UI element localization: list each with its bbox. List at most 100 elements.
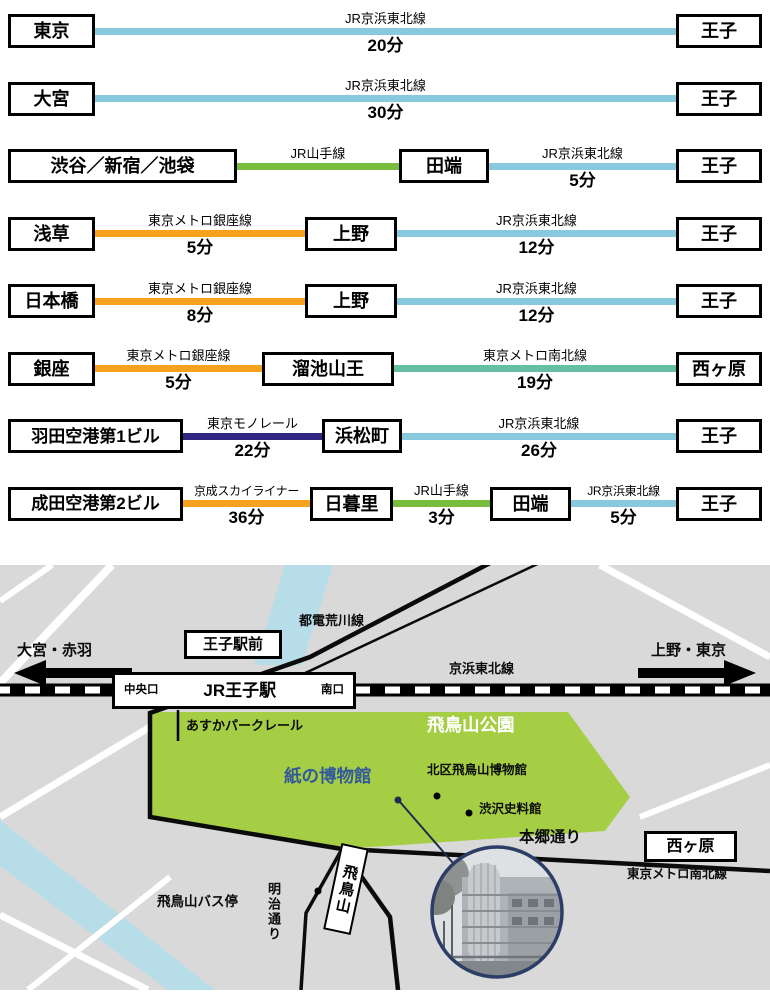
origin-station-box: 日本橋	[8, 284, 95, 318]
origin-station-box: 浅草	[8, 216, 95, 251]
line-name: JR京浜東北線	[542, 145, 623, 161]
destination-station-box: 王子	[676, 486, 762, 521]
destination-station-box: 王子	[676, 149, 762, 183]
line-name: JR京浜東北線	[345, 10, 426, 26]
asuka-park-rail-label: あすかパークレール	[186, 718, 304, 733]
line-name: 東京メトロ銀座線	[147, 280, 252, 296]
route-row: 羽田空港第1ビル 東京モノレール 22分 浜松町 JR京浜東北線 26分 王子	[8, 406, 762, 466]
bus-stop-dot	[314, 887, 322, 895]
via-station-box: 溜池山王	[262, 351, 394, 386]
line-duration: 36分	[228, 508, 265, 527]
line-bar	[183, 500, 310, 507]
via-station-box: 浜松町	[322, 419, 402, 453]
west-direction-arrow-icon	[14, 660, 132, 686]
line-duration: 22分	[234, 440, 271, 460]
destination-station-box: 王子	[676, 14, 762, 48]
hongo-dori-road-north	[147, 565, 492, 852]
line-segment: JR京浜東北線 5分	[489, 141, 676, 192]
line-bar	[95, 297, 305, 305]
line-name: JR山手線	[290, 145, 346, 161]
line-segment: 京成スカイライナー 36分	[183, 478, 310, 529]
line-bar	[183, 432, 322, 440]
line-name: 京成スカイライナー	[193, 484, 300, 498]
line-duration: 30分	[367, 103, 404, 122]
route-row: 日本橋 東京メトロ銀座線 8分 上野 JR京浜東北線 12分 王子	[8, 271, 762, 331]
via-station-box: 田端	[490, 486, 571, 521]
origin-station-box: 成田空港第2ビル	[8, 486, 183, 521]
line-duration: 3分	[428, 508, 455, 527]
shibusawa-museum-dot	[465, 809, 473, 817]
asukayama-bus-stop-label: 飛鳥山バス停	[157, 894, 238, 909]
line-segment: JR京浜東北線 5分	[571, 478, 676, 529]
ueno-tokyo-direction-label: 上野・東京	[651, 642, 727, 659]
route-row: 成田空港第2ビル 京成スカイライナー 36分 日暮里 JR山手線 3分 田端 J…	[8, 474, 762, 534]
origin-station-box: 銀座	[8, 351, 95, 386]
line-segment: 東京メトロ銀座線 5分	[95, 208, 305, 259]
line-bar	[571, 500, 676, 507]
via-station-box: 田端	[399, 149, 489, 183]
line-duration: 12分	[518, 238, 555, 257]
line-duration: 19分	[517, 373, 553, 392]
line-segment: JR京浜東北線 12分	[397, 276, 676, 327]
line-segment: 東京メトロ銀座線 5分	[95, 343, 262, 394]
destination-station-box: 王子	[676, 284, 762, 318]
via-station-box: 日暮里	[310, 486, 393, 521]
line-name: 東京メトロ銀座線	[126, 348, 231, 363]
jr-oji-station-box: 中央口 JR王子駅 南口	[112, 672, 356, 709]
line-bar	[393, 500, 490, 507]
meiji-dori-road	[299, 848, 344, 990]
line-duration: 5分	[569, 170, 596, 190]
asukayama-park-area	[150, 712, 630, 849]
toden-arakawa-label: 都電荒川線	[299, 613, 365, 628]
museum-photo	[430, 845, 564, 979]
line-duration: 5分	[610, 508, 637, 527]
destination-station-box: 王子	[676, 81, 762, 116]
line-segment: 東京メトロ南北線 19分	[394, 343, 676, 394]
line-segment: JR山手線 3分	[393, 478, 490, 529]
line-segment: JR京浜東北線 26分	[402, 411, 676, 462]
route-row: 銀座 東京メトロ銀座線 5分 溜池山王 東京メトロ南北線 19分 西ヶ原	[8, 339, 762, 399]
line-name: JR山手線	[414, 483, 469, 498]
route-row: 大宮 JR京浜東北線 30分 王子	[8, 69, 762, 129]
line-name: JR京浜東北線	[496, 280, 577, 296]
south-exit-label: 南口	[320, 683, 344, 696]
line-segment: JR京浜東北線 12分	[397, 208, 676, 259]
line-bar	[394, 365, 676, 372]
line-duration: 12分	[518, 305, 555, 325]
access-map: 都電荒川線 大宮・赤羽 上野・東京 京浜東北線 王子駅前 中央口 JR王子駅 南…	[0, 565, 770, 990]
route-row: 渋谷／新宿／池袋 JR山手線 田端 JR京浜東北線 5分 王子	[8, 136, 762, 196]
line-segment: JR京浜東北線 30分	[95, 73, 676, 124]
line-bar	[489, 162, 676, 170]
route-row: 浅草 東京メトロ銀座線 5分 上野 JR京浜東北線 12分 王子	[8, 204, 762, 264]
line-bar	[397, 230, 676, 237]
line-bar	[402, 432, 676, 440]
line-duration: 5分	[165, 373, 192, 392]
line-name: 東京モノレール	[206, 415, 298, 431]
paper-museum-label: 紙の博物館	[284, 766, 372, 786]
minor-roads	[0, 565, 770, 990]
oji-ekimae-stop-box: 王子駅前	[184, 630, 282, 659]
line-name: JR京浜東北線	[496, 213, 577, 228]
destination-station-box: 西ヶ原	[676, 351, 762, 386]
meiji-dori-label: 明治通り	[265, 882, 281, 942]
line-segment: 東京モノレール 22分	[183, 411, 322, 462]
omiya-akabane-direction-label: 大宮・赤羽	[17, 642, 93, 659]
line-name: JR京浜東北線	[345, 78, 426, 93]
namboku-line-label: 東京メトロ南北線	[627, 867, 728, 881]
line-duration: 5分	[186, 238, 214, 257]
line-bar	[237, 162, 399, 170]
line-name: 東京メトロ南北線	[482, 348, 587, 363]
jr-oji-station-label: JR王子駅	[203, 681, 277, 700]
via-station-box: 上野	[305, 216, 397, 251]
asukayama-park-label: 飛鳥山公園	[427, 715, 515, 735]
hongo-dori-road-east	[341, 846, 770, 874]
hongo-dori-label: 本郷通り	[519, 829, 582, 846]
destination-station-box: 王子	[676, 216, 762, 251]
line-duration	[237, 170, 399, 192]
line-segment: JR京浜東北線 20分	[95, 6, 676, 57]
line-bar	[95, 95, 676, 102]
line-duration: 26分	[521, 440, 557, 460]
route-diagram: 東京 JR京浜東北線 20分 王子 大宮 JR京浜東北線 30分 王子 渋谷／新…	[8, 1, 762, 541]
east-direction-arrow-icon	[638, 660, 756, 686]
central-exit-label: 中央口	[124, 683, 159, 696]
